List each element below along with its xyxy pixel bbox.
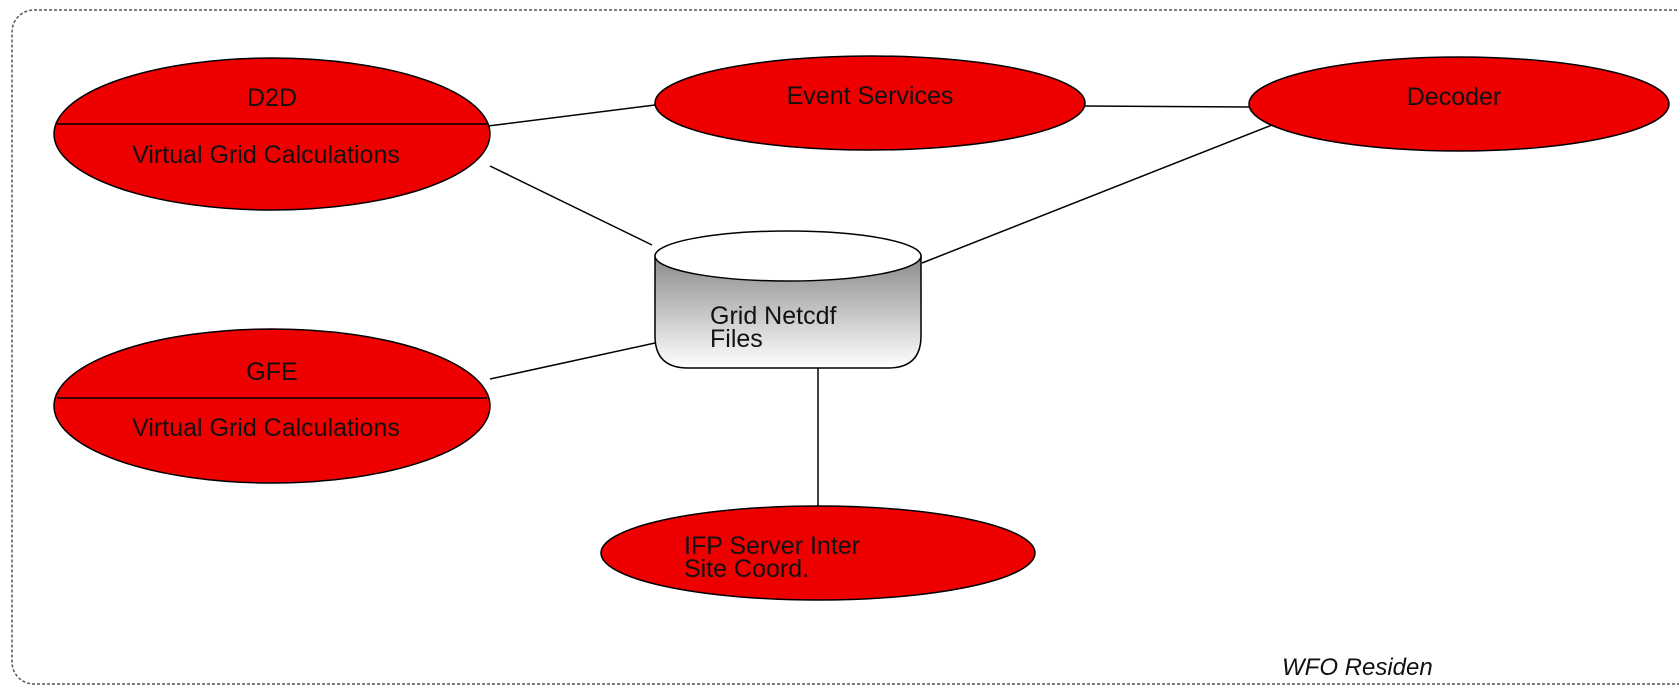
region-caption: WFO Residen [1282, 654, 1433, 681]
event-services-label: Event Services [787, 82, 954, 110]
decoder-ellipse [1248, 56, 1670, 152]
ifp-server-node: IFP Server Inter Site Coord. [600, 505, 1036, 601]
database-body [654, 255, 922, 369]
connector-d2d-grid-files [489, 165, 653, 246]
boundary-frame [11, 9, 1679, 685]
gfe-subtitle: Virtual Grid Calculations [132, 414, 400, 442]
d2d-title: D2D [247, 84, 297, 112]
ifp-server-label-line2: Site Coord. [684, 555, 809, 583]
gfe-node: GFE Virtual Grid Calculations [53, 328, 491, 484]
connector-decoder-grid-files [921, 124, 1273, 264]
connector-gfe-grid-files [489, 342, 656, 380]
d2d-node: D2D Virtual Grid Calculations [53, 57, 491, 211]
connector-d2d-event-services [487, 104, 656, 127]
d2d-ellipse [53, 57, 491, 211]
connector-event-services-decoder [1084, 105, 1251, 108]
database-top [654, 230, 922, 282]
grid-files-database: Grid Netcdf Files [654, 230, 922, 369]
gfe-ellipse [53, 328, 491, 484]
decoder-label: Decoder [1407, 83, 1502, 111]
grid-files-label-line2: Files [710, 325, 763, 353]
ifp-server-label-line1: IFP Server Inter [684, 532, 860, 560]
event-services-node: Event Services [654, 55, 1086, 151]
gfe-title: GFE [246, 358, 297, 386]
ifp-server-ellipse [600, 505, 1036, 601]
grid-files-label-line1: Grid Netcdf [710, 302, 836, 330]
decoder-node: Decoder [1248, 56, 1670, 152]
event-services-ellipse [654, 55, 1086, 151]
connector-lines [487, 104, 1273, 510]
d2d-subtitle: Virtual Grid Calculations [132, 141, 400, 169]
